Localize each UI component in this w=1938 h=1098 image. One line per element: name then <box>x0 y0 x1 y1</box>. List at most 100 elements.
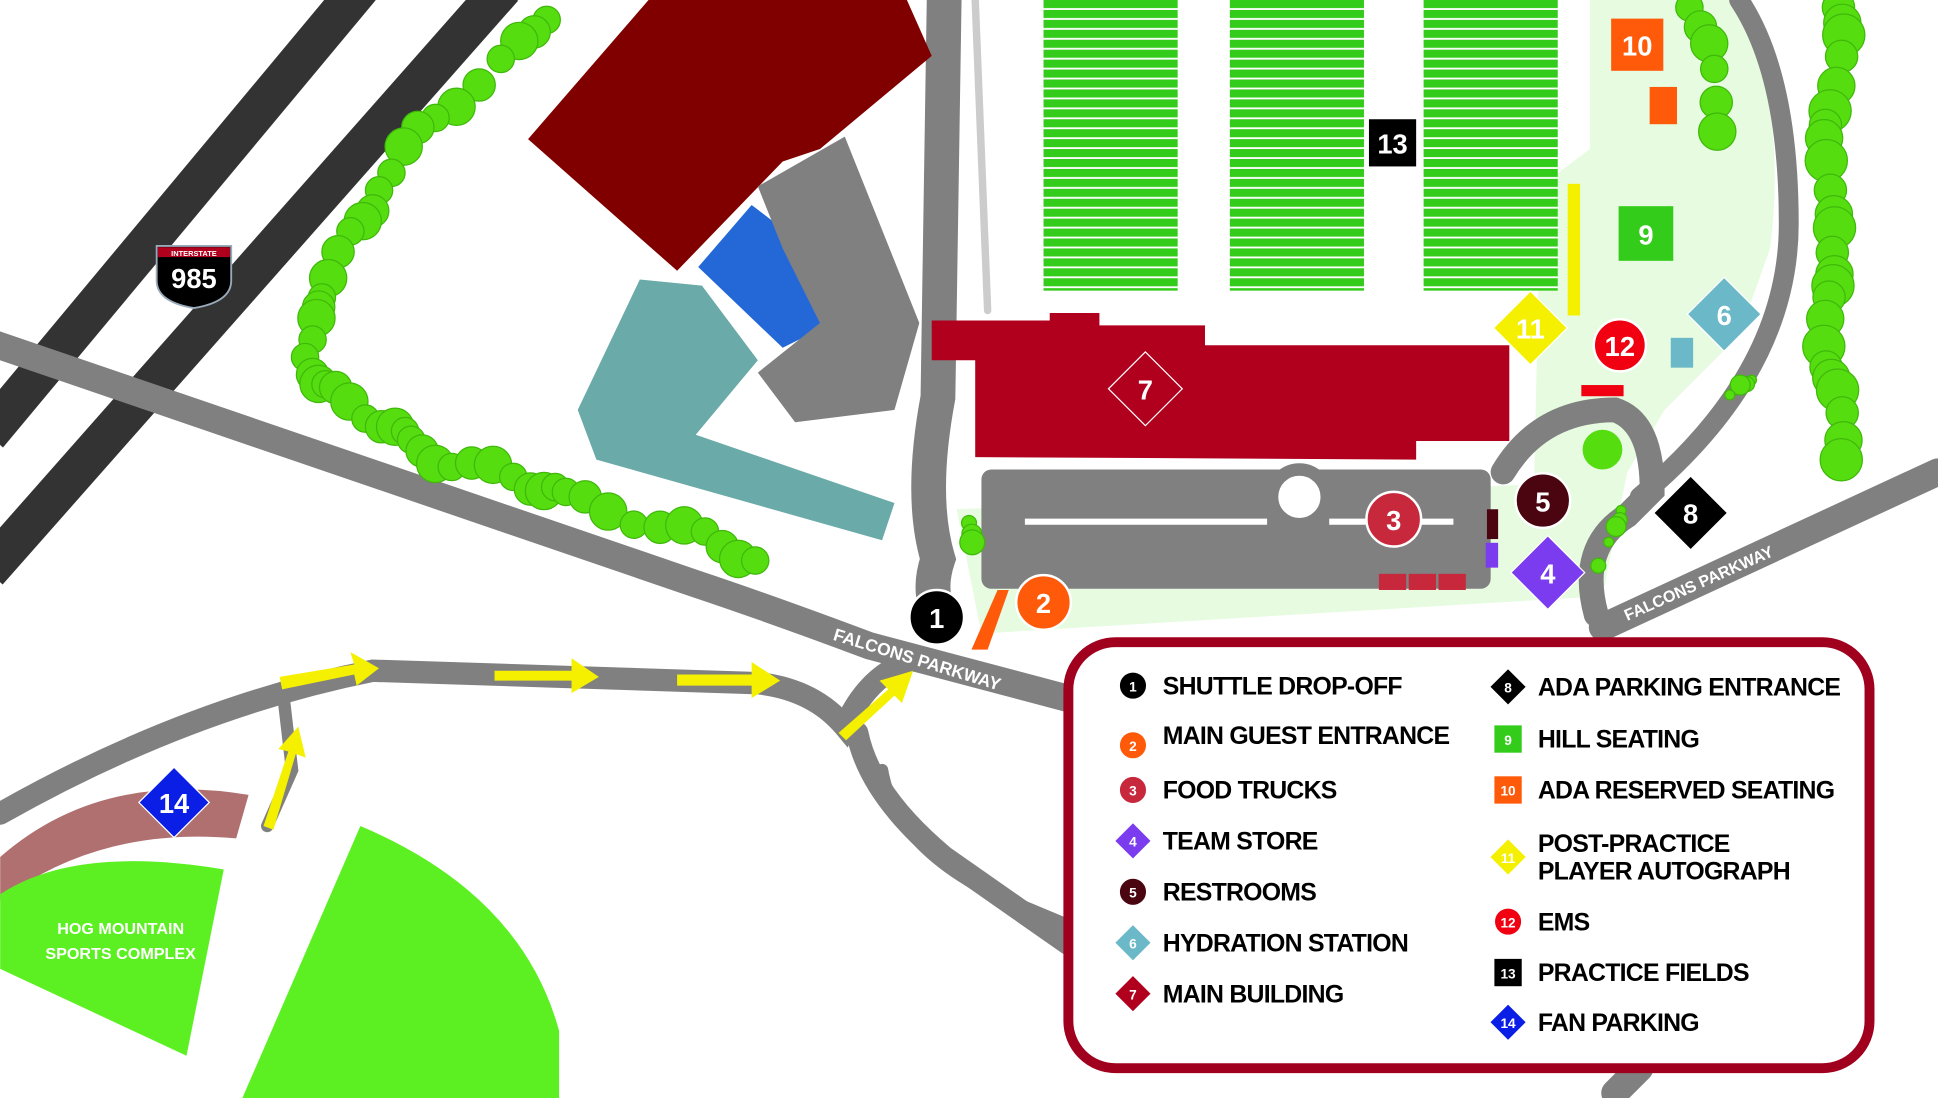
marker-number: 7 <box>1138 375 1153 406</box>
marker-3[interactable]: 3 <box>1118 775 1148 805</box>
hydration-kiosk <box>1670 337 1694 368</box>
legend-label: PRACTICE FIELDS <box>1538 960 1749 987</box>
diamond-icon <box>1686 276 1762 353</box>
legend-label: TEAM STORE <box>1163 829 1318 856</box>
marker-number: 6 <box>1717 300 1732 331</box>
gray-lot-north <box>757 136 920 423</box>
circle-icon <box>1118 671 1148 700</box>
circle-icon <box>1514 471 1572 530</box>
marker-5[interactable]: 5 <box>1514 471 1572 530</box>
marker-9[interactable]: 9 <box>1618 206 1674 261</box>
diamond-icon <box>1107 351 1184 427</box>
ada-seating-area <box>1649 86 1677 125</box>
complex-label-line1: HOG MOUNTAIN <box>57 920 184 938</box>
dark-red-building <box>528 0 932 271</box>
marker-1[interactable]: 1 <box>1118 671 1148 700</box>
restroom-kiosk <box>1486 509 1499 540</box>
tree-icon <box>619 510 649 539</box>
marker-number: 8 <box>1683 499 1698 530</box>
square-icon <box>1618 206 1674 261</box>
marker-3[interactable]: 3 <box>1365 490 1423 548</box>
square-icon <box>1611 18 1664 71</box>
marker-number: 2 <box>1129 739 1137 754</box>
marker-14[interactable]: 14 <box>137 766 211 839</box>
marker-5[interactable]: 5 <box>1118 877 1148 907</box>
traffic-arrows <box>263 652 914 830</box>
legend-item: 12 EMS <box>1493 907 1590 936</box>
marker-8[interactable]: 8 <box>1652 475 1729 551</box>
marker-number: 14 <box>1500 1016 1516 1031</box>
marker-6[interactable]: 6 <box>1113 923 1153 963</box>
circle-icon <box>1592 317 1648 373</box>
diamond-icon <box>1488 667 1528 707</box>
marker-number: 12 <box>1605 331 1635 362</box>
marker-4[interactable]: 4 <box>1113 821 1153 861</box>
legend-item: 1 SHUTTLE DROP-OFF <box>1118 671 1403 700</box>
marker-14[interactable]: 14 <box>1488 1002 1528 1042</box>
square-icon <box>1368 119 1417 167</box>
marker-13[interactable]: 13 <box>1494 958 1522 987</box>
marker-number: 1 <box>929 603 944 634</box>
legend-label: SHUTTLE DROP-OFF <box>1163 673 1403 700</box>
diamond-icon <box>137 766 211 839</box>
legend-label: RESTROOMS <box>1163 880 1316 907</box>
marker-2[interactable]: 2 <box>1118 730 1148 760</box>
marker-10[interactable]: 10 <box>1611 18 1664 71</box>
marker-7[interactable]: 7 <box>1113 974 1153 1013</box>
marker-9[interactable]: 9 <box>1494 725 1522 753</box>
marker-8[interactable]: 8 <box>1488 667 1528 707</box>
diamond-icon <box>1113 923 1153 963</box>
circle-icon <box>1118 730 1148 760</box>
marker-13[interactable]: 13 <box>1368 119 1417 167</box>
marker-6[interactable]: 6 <box>1686 276 1762 353</box>
shield-top-text: INTERSTATE <box>171 249 217 258</box>
marker-12[interactable]: 12 <box>1592 317 1648 373</box>
parking-lot <box>981 469 1491 589</box>
legend-item: 13 PRACTICE FIELDS <box>1494 958 1750 987</box>
marker-1[interactable]: 1 <box>908 588 966 646</box>
circle-icon <box>1493 907 1523 936</box>
diamond-icon <box>1492 290 1569 366</box>
main-building <box>931 313 1510 460</box>
roundabout <box>1265 463 1333 531</box>
marker-number: 7 <box>1129 987 1137 1002</box>
marker-11[interactable]: 11 <box>1492 290 1569 366</box>
marker-2[interactable]: 2 <box>1014 573 1073 631</box>
marker-number: 5 <box>1535 486 1550 517</box>
marker-10[interactable]: 10 <box>1494 776 1522 804</box>
tree-icon <box>1605 516 1627 538</box>
tree-icon <box>1729 374 1751 396</box>
diamond-icon <box>1113 821 1153 861</box>
marker-number: 9 <box>1504 733 1512 748</box>
tree-icon <box>1819 437 1863 482</box>
marker-number: 10 <box>1622 30 1652 61</box>
marker-number: 9 <box>1638 219 1653 250</box>
tree-icon <box>1603 536 1615 548</box>
marker-number: 11 <box>1501 851 1516 866</box>
legend-label: EMS <box>1538 909 1590 936</box>
tree-icon <box>462 68 496 102</box>
tree-icon <box>588 492 628 531</box>
interstate-shield-icon: INTERSTATE 985 <box>155 245 233 309</box>
marker-number: 12 <box>1500 915 1516 930</box>
marker-4[interactable]: 4 <box>1510 534 1586 611</box>
marker-number: 5 <box>1129 886 1137 901</box>
legend-item: 5 RESTROOMS <box>1118 877 1317 907</box>
marker-number: 2 <box>1036 588 1051 619</box>
tree-icon <box>740 546 770 575</box>
marker-7[interactable]: 7 <box>1107 351 1184 427</box>
practice-field-1 <box>1043 0 1178 291</box>
marker-number: 4 <box>1540 558 1556 589</box>
marker-11[interactable]: 11 <box>1488 837 1528 877</box>
marker-number: 6 <box>1129 936 1137 951</box>
tree-icon <box>1699 54 1729 84</box>
circle-icon <box>1118 877 1148 907</box>
marker-12[interactable]: 12 <box>1493 907 1523 936</box>
